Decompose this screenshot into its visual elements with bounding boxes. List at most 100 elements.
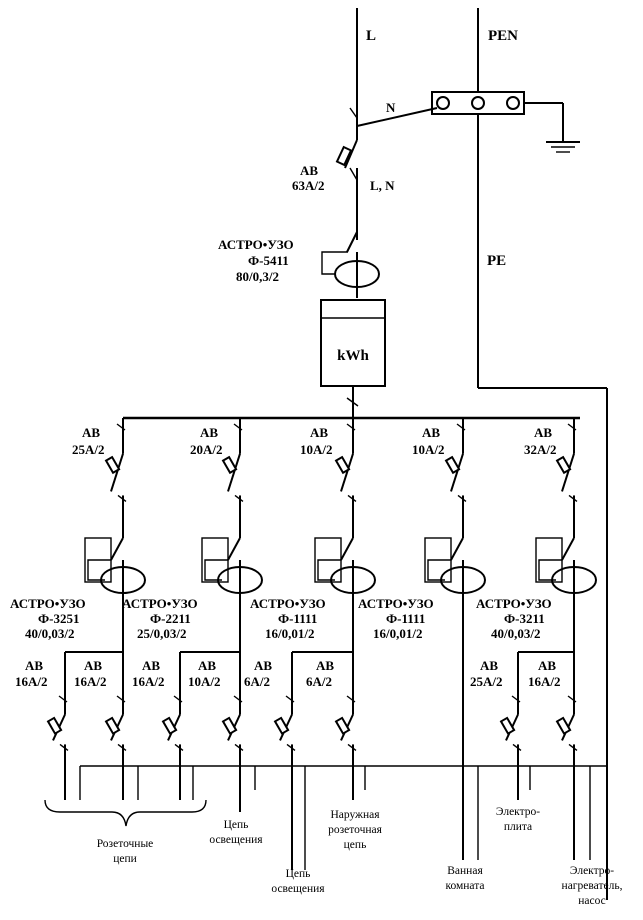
pen-label: PEN — [488, 28, 518, 44]
group-breaker-label: АВ — [310, 425, 328, 440]
branch-breaker-rating: 16А/2 — [528, 674, 561, 689]
branch-breaker-switch-icon — [273, 690, 296, 760]
group-rcd-model: Ф-1111 — [386, 611, 425, 626]
protection-groups: АВ25А/2АСТРО•УЗОФ-325140/0,03/2АВ20А/2АС… — [10, 418, 597, 652]
branch-breaker-rating: 25А/2 — [470, 674, 503, 689]
group-rcd-label: АСТРО•УЗО — [122, 596, 198, 611]
neutral-wire — [356, 107, 438, 127]
load-heater-line1: Электро- — [570, 865, 614, 877]
branch-breaker-rating: 16А/2 — [132, 674, 165, 689]
load-outdoor-line1: Наружная — [330, 809, 380, 821]
group-breaker-switch-icon — [444, 418, 467, 520]
branch-breaker-rating: 6А/2 — [244, 674, 270, 689]
main-rcd-model: Ф-5411 — [248, 253, 289, 268]
group-breaker-label: АВ — [200, 425, 218, 440]
load-stove-line2: плита — [504, 821, 532, 833]
load-sockets-line1: Розеточные — [97, 838, 154, 850]
load-stove-line1: Электро- — [496, 806, 540, 818]
group-breaker-switch-icon — [221, 418, 244, 520]
main-breaker: АВ 63А/2 L, N — [292, 107, 395, 240]
supply-section: L PEN N PE — [356, 8, 608, 900]
load-heater-line3: насос — [578, 895, 606, 907]
group-breaker-switch-icon — [104, 418, 127, 520]
group-rcd-toroid — [440, 566, 486, 594]
branch-breaker-switch-icon — [334, 690, 357, 760]
group-rcd-label: АСТРО•УЗО — [10, 596, 86, 611]
load-outdoor-line2: розеточная — [328, 824, 383, 836]
group-rcd-rating: 25/0,03/2 — [137, 626, 186, 641]
branch-breaker-rating: 16А/2 — [74, 674, 107, 689]
group-rcd-toroid — [217, 566, 263, 594]
load-bathroom-line2: комната — [445, 880, 484, 892]
main-rcd-label: АСТРО•УЗО — [218, 237, 294, 252]
group-rcd-rating: 40/0,03/2 — [491, 626, 540, 641]
meter-label: kWh — [337, 348, 369, 364]
branch-breaker-label: АВ — [142, 658, 160, 673]
group-rcd-model: Ф-3211 — [504, 611, 545, 626]
main-breaker-rating: 63А/2 — [292, 178, 325, 193]
phase-label-l: L — [366, 28, 376, 44]
sockets-brace — [44, 799, 207, 827]
load-lighting1-line2: освещения — [209, 834, 263, 846]
load-lighting2-line1: Цепь — [286, 868, 311, 880]
branch-breaker-switch-icon — [555, 690, 578, 760]
terminal-pe — [506, 96, 520, 110]
group-breaker-rating: 10А/2 — [412, 442, 445, 457]
group-breaker-label: АВ — [82, 425, 100, 440]
main-breaker-ln-label: L, N — [370, 178, 395, 193]
group-rcd-model: Ф-3251 — [38, 611, 80, 626]
branch-breaker-rating: 6А/2 — [306, 674, 332, 689]
group-rcd-toroid — [100, 566, 146, 594]
ground-icon — [546, 141, 580, 153]
group-breaker-label: АВ — [534, 425, 552, 440]
branch-breaker-switch-icon — [104, 690, 127, 760]
pe-label: PE — [487, 253, 506, 269]
meter-body — [320, 299, 386, 387]
branch-breaker-switch-icon — [221, 690, 244, 760]
energy-meter: kWh — [320, 299, 386, 418]
load-bathroom-line1: Ванная — [447, 865, 483, 877]
group-rcd-model: Ф-1111 — [278, 611, 317, 626]
load-labels: Розеточные цепи Цепь освещения Цепь осве… — [44, 799, 623, 907]
group-rcd-label: АСТРО•УЗО — [250, 596, 326, 611]
group-breaker-rating: 20А/2 — [190, 442, 223, 457]
terminal-n — [436, 96, 450, 110]
group-rcd-rating: 40/0,03/2 — [25, 626, 74, 641]
group-rcd-label: АСТРО•УЗО — [476, 596, 552, 611]
branch-breaker-rating: 10А/2 — [188, 674, 221, 689]
group-breaker-label: АВ — [422, 425, 440, 440]
branch-breaker-label: АВ — [84, 658, 102, 673]
group-rcd-toroid — [330, 566, 376, 594]
group-rcd-model: Ф-2211 — [150, 611, 191, 626]
group-rcd-toroid — [551, 566, 597, 594]
group-breaker-rating: 10А/2 — [300, 442, 333, 457]
main-rcd-rating: 80/0,3/2 — [236, 269, 279, 284]
group-breaker-switch-icon — [334, 418, 357, 520]
group-rcd-rating: 16/0,01/2 — [373, 626, 422, 641]
branch-circuits: АВ16А/2АВ16А/2АВ16А/2АВ10А/2АВ6А/2АВ6А/2… — [15, 651, 607, 870]
group-rcd-rating: 16/0,01/2 — [265, 626, 314, 641]
branch-breaker-label: АВ — [254, 658, 272, 673]
load-outdoor-line3: цепь — [344, 839, 367, 851]
branch-breaker-switch-icon — [46, 690, 69, 760]
load-lighting1-line1: Цепь — [224, 819, 249, 831]
branch-breaker-switch-icon — [161, 690, 184, 760]
pen-terminal-block — [431, 91, 525, 115]
group-breaker-rating: 32А/2 — [524, 442, 557, 457]
branch-breaker-label: АВ — [25, 658, 43, 673]
branch-breaker-label: АВ — [316, 658, 334, 673]
main-breaker-switch-icon — [335, 107, 358, 240]
group-rcd-label: АСТРО•УЗО — [358, 596, 434, 611]
